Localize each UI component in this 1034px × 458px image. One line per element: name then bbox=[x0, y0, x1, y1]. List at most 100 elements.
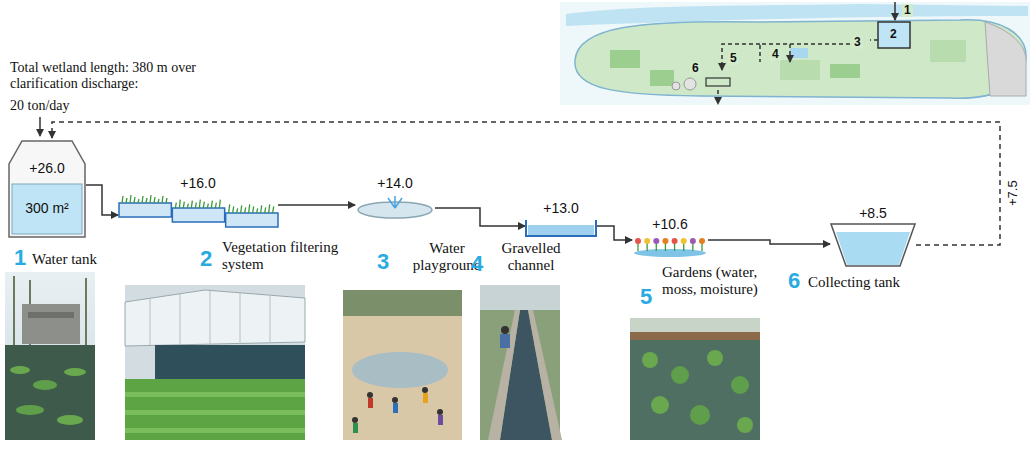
reed bbox=[219, 200, 220, 208]
step-number: 6 bbox=[788, 269, 800, 293]
reed bbox=[253, 206, 254, 213]
reed bbox=[265, 207, 266, 213]
site-map bbox=[560, 2, 1030, 105]
reed bbox=[154, 197, 155, 203]
reed bbox=[138, 199, 139, 203]
reed bbox=[249, 204, 250, 213]
reed bbox=[273, 206, 274, 213]
reed bbox=[203, 202, 204, 208]
flower-stem bbox=[656, 243, 657, 251]
flow-connector bbox=[86, 185, 118, 215]
callout-number: 6 bbox=[690, 62, 701, 75]
reed bbox=[146, 198, 147, 203]
step-number: 2 bbox=[200, 247, 212, 271]
reed bbox=[233, 206, 234, 213]
callout-number: 5 bbox=[728, 52, 739, 65]
elevation-value: +10.6 bbox=[632, 216, 708, 233]
reed bbox=[142, 196, 143, 203]
stage-name: Collecting tank bbox=[808, 274, 918, 291]
reed bbox=[134, 197, 135, 203]
flow-connector bbox=[278, 204, 355, 206]
flower-stem bbox=[646, 243, 647, 251]
elevation-value: +8.5 bbox=[830, 205, 916, 222]
filter-bed bbox=[226, 213, 278, 227]
area-value: 300 m² bbox=[8, 200, 86, 217]
flower bbox=[672, 238, 678, 244]
elevation-value: +26.0 bbox=[8, 160, 86, 177]
reed bbox=[187, 204, 188, 208]
flower bbox=[699, 238, 705, 244]
photo-gravelled-channel bbox=[480, 285, 562, 440]
house-shape bbox=[8, 138, 86, 238]
flower-stem bbox=[701, 243, 702, 251]
reed bbox=[211, 201, 212, 208]
flow-connector bbox=[597, 226, 632, 240]
tank-water bbox=[836, 232, 910, 265]
collecting-tank-node: +8.56Collecting tank bbox=[830, 205, 916, 267]
reed bbox=[199, 200, 200, 208]
gravelled-channel-node: +13.04Gravelled channel bbox=[525, 200, 597, 238]
reed bbox=[241, 205, 242, 213]
flower bbox=[690, 238, 696, 244]
flower bbox=[635, 238, 641, 244]
reed bbox=[215, 203, 216, 208]
stage-name: Vegetation filtering system bbox=[222, 239, 352, 273]
edge-label: +7.5 bbox=[1005, 180, 1020, 206]
tank-outline bbox=[831, 224, 915, 266]
step-number: 4 bbox=[471, 252, 483, 276]
water-playground-node: +14.03Water playground bbox=[355, 175, 435, 220]
elevation-value: +14.0 bbox=[355, 175, 435, 192]
reed bbox=[237, 208, 238, 213]
channel-water bbox=[528, 225, 594, 235]
stage-name: Gravelled channel bbox=[492, 240, 570, 274]
photo-gardens bbox=[630, 318, 760, 440]
garden-water bbox=[634, 249, 706, 257]
reed bbox=[191, 201, 192, 208]
photo-water-playground bbox=[343, 290, 462, 440]
callout-number: 1 bbox=[902, 4, 913, 17]
filter-bed bbox=[119, 203, 171, 217]
flower-stem bbox=[674, 243, 675, 251]
reed bbox=[158, 199, 159, 203]
photo-water-tank bbox=[5, 272, 95, 440]
flower bbox=[662, 238, 668, 244]
callout-number: 2 bbox=[888, 28, 899, 41]
step-number: 5 bbox=[640, 285, 652, 309]
reed bbox=[257, 208, 258, 213]
flow-connector bbox=[708, 240, 830, 244]
flower bbox=[644, 238, 650, 244]
channel-wall bbox=[526, 220, 596, 236]
flower bbox=[653, 238, 659, 244]
note-text: 20 ton/day bbox=[10, 98, 70, 114]
note-text: Total wetland length: 380 m over clarifi… bbox=[10, 60, 215, 92]
reed bbox=[150, 195, 151, 203]
flower-stem bbox=[692, 243, 693, 251]
reed bbox=[175, 203, 176, 208]
reed bbox=[229, 204, 230, 213]
reed bbox=[183, 202, 184, 208]
flow-connector bbox=[435, 208, 525, 226]
step-number: 1 bbox=[14, 246, 26, 270]
flower-stem bbox=[683, 243, 684, 251]
gardens-node: +10.65Gardens (water, moss, moisture) bbox=[632, 216, 708, 258]
photo-vegetation-filter bbox=[125, 285, 305, 440]
reed bbox=[130, 195, 131, 203]
reed bbox=[207, 204, 208, 208]
callout-number: 3 bbox=[852, 36, 863, 49]
stage-name: Water tank bbox=[32, 251, 102, 268]
elevation-value: +16.0 bbox=[118, 175, 278, 192]
callout-number: 4 bbox=[770, 48, 781, 61]
step-number: 3 bbox=[377, 250, 389, 274]
flower-stem bbox=[665, 243, 666, 251]
filter-bed bbox=[172, 208, 224, 222]
tank-house bbox=[9, 141, 85, 237]
reed bbox=[166, 198, 167, 203]
reed bbox=[269, 204, 270, 213]
reed bbox=[122, 196, 123, 203]
flower bbox=[681, 238, 687, 244]
inflow-arrow bbox=[39, 117, 41, 136]
reed bbox=[126, 198, 127, 203]
reed bbox=[179, 200, 180, 208]
reed bbox=[162, 196, 163, 203]
elevation-value: +13.0 bbox=[525, 200, 597, 217]
